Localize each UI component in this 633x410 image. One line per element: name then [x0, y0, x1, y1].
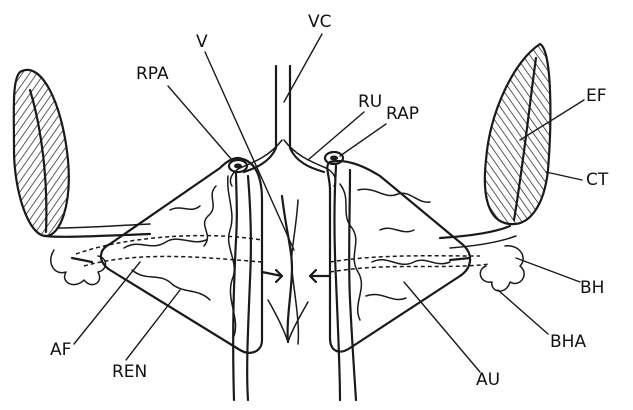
leader-bha	[498, 290, 548, 334]
leader-ren	[126, 290, 180, 360]
right-branchial-heart	[480, 246, 524, 291]
label-au: AU	[476, 372, 500, 389]
label-vc: VC	[308, 14, 332, 31]
left-gill-stalk	[46, 224, 150, 285]
label-af: AF	[50, 342, 71, 359]
label-ru: RU	[358, 94, 382, 111]
left-branchial-heart	[51, 250, 106, 285]
ventricle	[268, 196, 308, 344]
afferent-connections	[76, 236, 490, 272]
leader-au	[404, 282, 480, 372]
leader-bh	[516, 258, 580, 282]
leader-af	[74, 262, 140, 344]
label-bha: BHA	[550, 334, 586, 351]
label-ef: EF	[586, 88, 607, 105]
leader-ct	[546, 172, 582, 180]
label-bh: BH	[580, 280, 604, 297]
label-rpa: RPA	[136, 66, 169, 83]
leader-rap	[340, 124, 386, 156]
left-ctenidium	[14, 70, 69, 236]
ureters	[233, 166, 356, 400]
left-kidney-sac	[101, 158, 262, 353]
label-ct: CT	[586, 172, 608, 189]
label-ren: REN	[112, 364, 147, 381]
right-ctenidium	[485, 44, 551, 224]
label-rap: RAP	[386, 106, 419, 123]
leader-rpa	[168, 86, 232, 160]
renopericardial-openings	[229, 152, 343, 172]
label-v: V	[196, 34, 208, 51]
